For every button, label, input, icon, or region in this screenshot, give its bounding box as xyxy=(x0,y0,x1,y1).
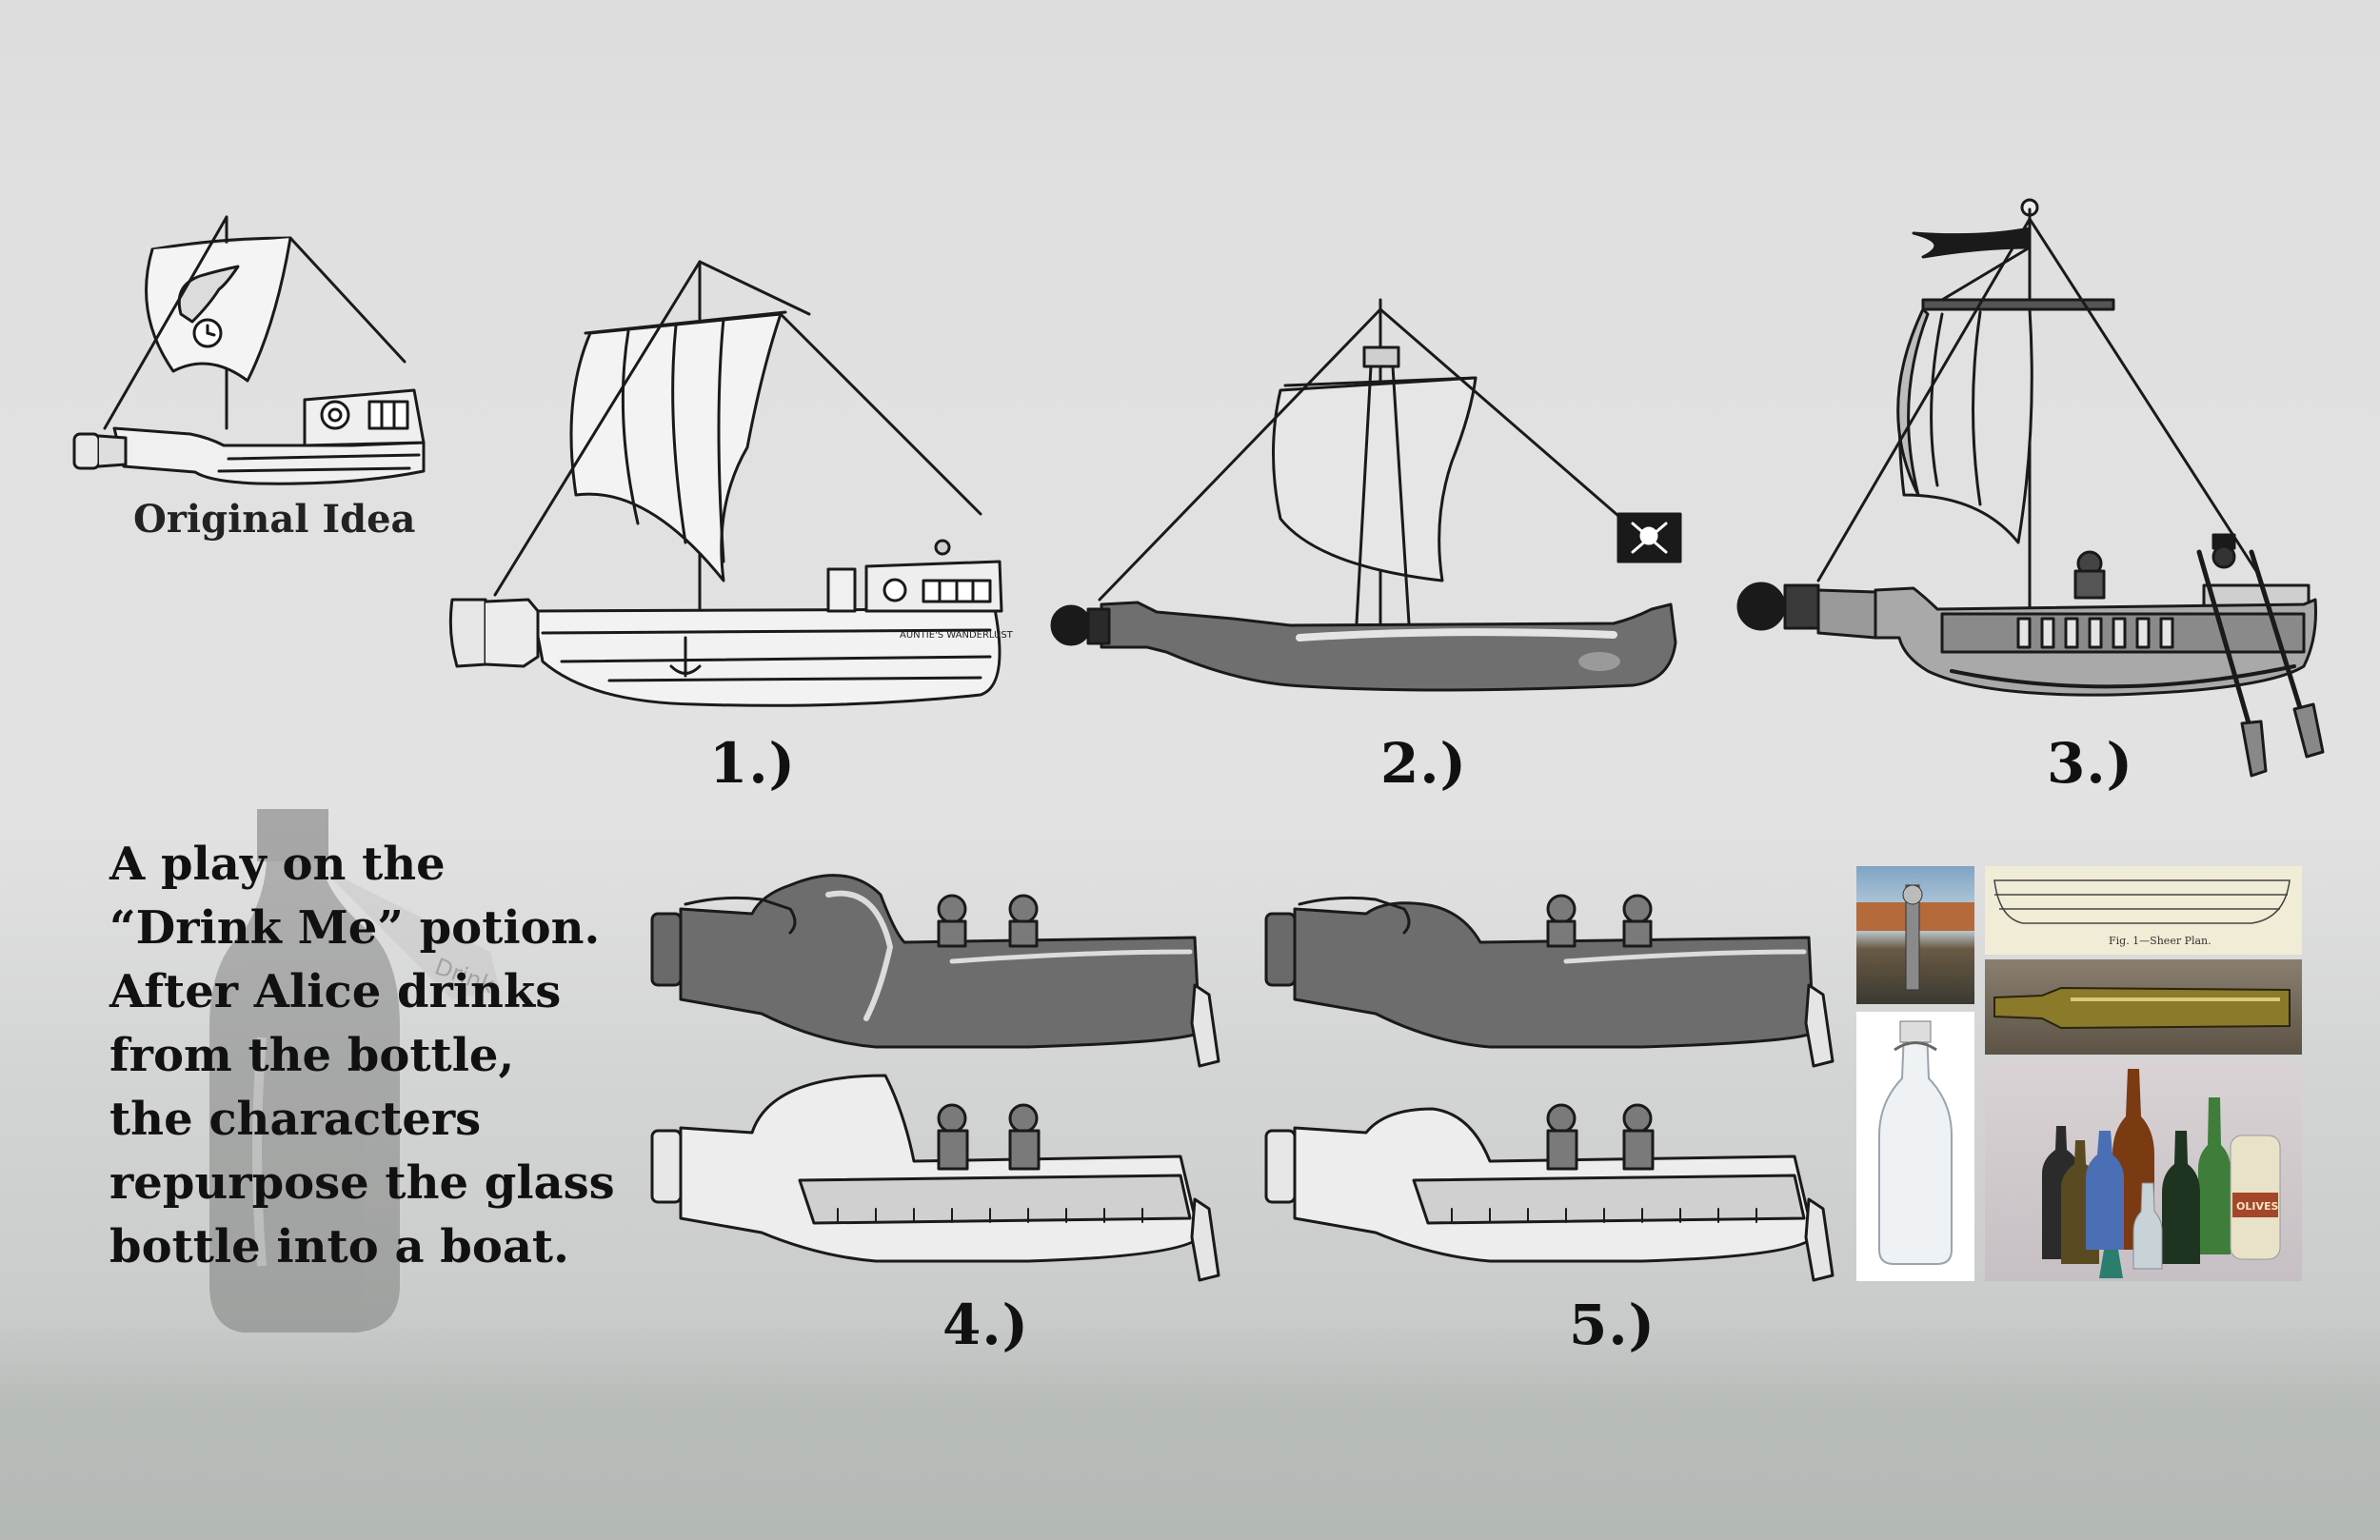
original-idea-label: Original Idea xyxy=(133,497,416,542)
ship1-nameplate: AUNTIE'S WANDERLUST xyxy=(900,630,1014,641)
boat-concept-5 xyxy=(1264,894,1835,1282)
description-line: “Drink Me” potion. xyxy=(109,901,601,955)
reference-photo-bottle-collection: OLIVES xyxy=(1985,1059,2302,1281)
label-concept-3: 3.) xyxy=(2047,731,2133,796)
ship-concept-1: AUNTIE'S WANDERLUST xyxy=(448,260,1014,707)
ship-concept-3 xyxy=(1736,198,2325,778)
description-line: bottle into a boat. xyxy=(109,1220,569,1273)
reference-jar-label: OLIVES xyxy=(2236,1200,2278,1213)
label-concept-4: 4.) xyxy=(942,1293,1029,1357)
ship-concept-2 xyxy=(1050,298,1682,692)
description-line: After Alice drinks xyxy=(109,965,562,1018)
description-line: A play on the xyxy=(109,838,446,891)
reference-boat-plan: Fig. 1—Sheer Plan. xyxy=(1985,866,2302,955)
label-concept-5: 5.) xyxy=(1569,1293,1656,1357)
label-concept-2: 2.) xyxy=(1380,731,1467,796)
concept-description: A play on the “Drink Me” potion. After A… xyxy=(109,833,643,1279)
reference-photo-bottle-boat xyxy=(1985,959,2302,1055)
reference-photo-swing-top-bottle xyxy=(1856,1012,1974,1281)
description-line: from the bottle, xyxy=(109,1029,515,1082)
reference-plan-caption: Fig. 1—Sheer Plan. xyxy=(2109,935,2211,947)
description-line: repurpose the glass xyxy=(109,1156,615,1210)
boat-concept-4 xyxy=(650,874,1220,1282)
label-concept-1: 1.) xyxy=(709,731,796,796)
description-line: the characters xyxy=(109,1093,482,1146)
original-idea-sketch xyxy=(72,215,426,485)
reference-photo-oarlock xyxy=(1856,866,1974,1004)
ghost-bottle-illustration: Drink xyxy=(209,809,500,1333)
